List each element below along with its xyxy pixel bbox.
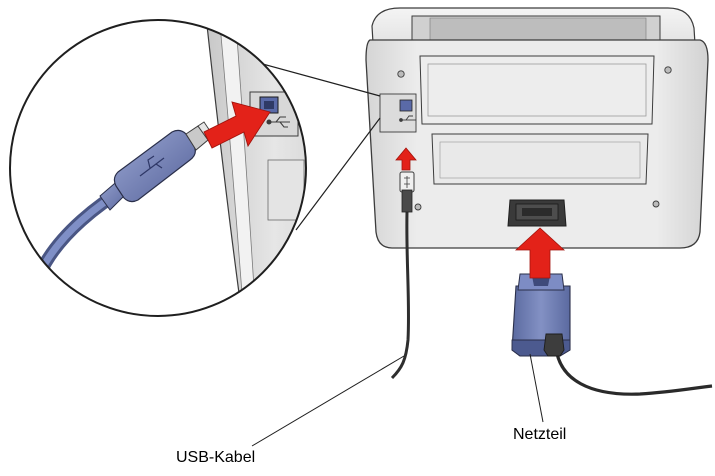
power-supply-label: Netzteil xyxy=(513,426,567,443)
label-leaders xyxy=(251,353,544,447)
arrow-power xyxy=(514,227,566,279)
usb-cable-label: USB-Kabel xyxy=(176,449,256,466)
insertion-arrows xyxy=(395,147,566,279)
power-port-icon xyxy=(507,199,567,227)
usb-port-icon xyxy=(399,99,413,112)
power-supply xyxy=(511,273,713,396)
printer xyxy=(365,7,709,249)
zoom-detail xyxy=(9,19,307,317)
rear-door xyxy=(419,55,655,125)
zoom-circle-outline xyxy=(9,19,307,317)
arrow-usb xyxy=(395,147,417,171)
usb-icon xyxy=(399,115,416,122)
zoom-usb-plug xyxy=(113,129,196,203)
zoom-leader-lines xyxy=(247,59,381,231)
usb-cable xyxy=(390,171,415,380)
zoom-arrow xyxy=(203,101,271,149)
